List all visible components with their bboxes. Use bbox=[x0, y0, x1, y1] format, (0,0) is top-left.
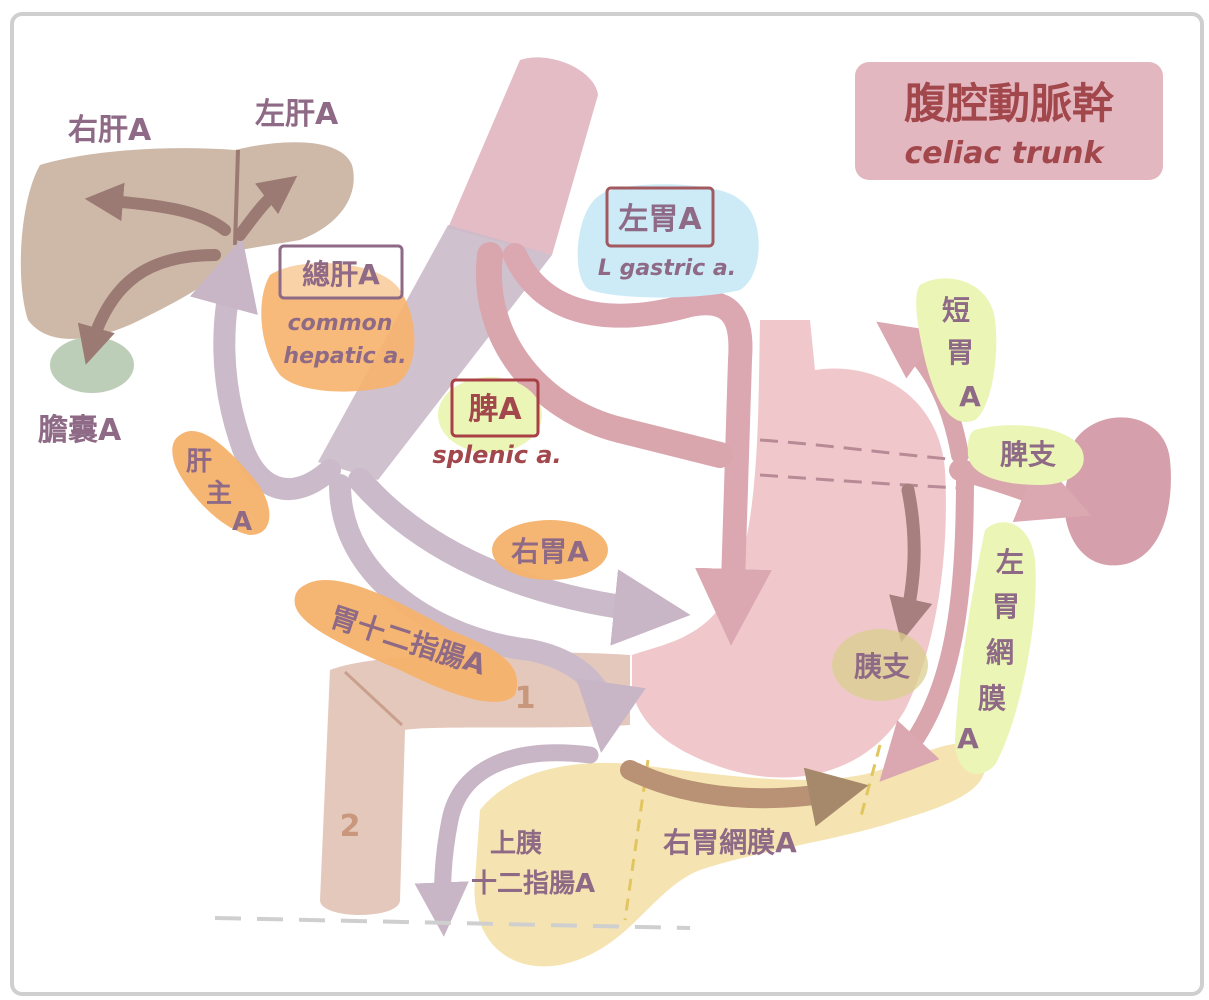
short-gastric-label-2: 胃 bbox=[946, 336, 974, 369]
cystic-label: 膽囊A bbox=[38, 413, 122, 448]
right-gastric-tag-bg bbox=[492, 520, 608, 580]
title-box bbox=[855, 62, 1163, 180]
right-gastric-label: 右胃A bbox=[511, 535, 589, 568]
left-hepatic-label: 左肝A bbox=[255, 97, 339, 132]
left-gastroepiploic-label-2: 胃 bbox=[992, 590, 1020, 623]
sup-pancreaticoduodenal-label-1: 上胰 bbox=[490, 829, 542, 859]
splenic-label-box bbox=[450, 378, 540, 438]
left-gastroepiploic-label-1: 左 bbox=[996, 546, 1024, 579]
splenic-branch-tag-bg bbox=[967, 425, 1084, 485]
splenic-artery bbox=[475, 242, 733, 468]
splenic-artery-hidden-2 bbox=[759, 473, 961, 490]
common-hepatic-en-line1: common bbox=[288, 311, 393, 336]
common-hepatic-label-box bbox=[278, 244, 404, 300]
proper-hepatic-label-1: 肝 bbox=[186, 447, 212, 477]
common-hepatic-zh-label: 總肝A bbox=[302, 258, 380, 291]
gastroduodenal-artery bbox=[329, 474, 646, 753]
superior-pancreaticoduodenal-artery bbox=[414, 744, 599, 937]
spleen bbox=[1064, 417, 1171, 566]
right-gastric-artery bbox=[348, 468, 691, 646]
cystic-artery-branch bbox=[77, 249, 221, 365]
splenic-artery-hidden bbox=[759, 438, 961, 462]
right-hepatic-artery-branch bbox=[84, 182, 231, 236]
left-gastroepiploic-artery bbox=[879, 466, 974, 782]
duodenum-part-1-label: 1 bbox=[515, 681, 536, 716]
pancreatic-branch-label: 胰支 bbox=[854, 650, 910, 683]
left-gastric-en-label: L gastric a. bbox=[598, 256, 736, 281]
short-gastric-tag-bg bbox=[916, 278, 997, 422]
splenic-tag-bg bbox=[438, 377, 542, 453]
sup-pancreaticoduodenal-label-2: 十二指腸A bbox=[471, 869, 595, 899]
title-en: celiac trunk bbox=[905, 136, 1106, 171]
left-gastric-zh-label: 左胃A bbox=[618, 202, 702, 237]
baseline-dashed bbox=[214, 916, 691, 930]
left-gastroepiploic-label-5: A bbox=[957, 722, 979, 755]
splenic-en-label: splenic a. bbox=[432, 441, 561, 469]
common-hepatic-tag-bg bbox=[261, 263, 415, 392]
proper-hepatic-artery bbox=[189, 237, 341, 500]
duodenum bbox=[320, 652, 630, 915]
left-gastroepiploic-label-3: 網 bbox=[986, 636, 1014, 669]
left-gastroepiploic-tag-bg bbox=[955, 522, 1036, 775]
right-hepatic-label: 右肝A bbox=[68, 113, 152, 148]
pancreatic-branch-tag-bg bbox=[832, 629, 928, 701]
liver-lobe-divider bbox=[233, 149, 240, 246]
duodenum-fold-line bbox=[343, 670, 404, 727]
short-gastric-label-3: A bbox=[959, 380, 981, 413]
aorta-upper bbox=[448, 57, 598, 256]
right-gastroepiploic-label: 右胃網膜A bbox=[663, 826, 797, 859]
common-hepatic-en-line2: hepatic a. bbox=[283, 344, 406, 369]
left-hepatic-artery-branch bbox=[234, 175, 298, 241]
proper-hepatic-label-3: A bbox=[232, 507, 252, 537]
title-zh: 腹腔動脈幹 bbox=[904, 79, 1115, 128]
left-gastric-artery bbox=[503, 243, 772, 646]
proper-hepatic-label-2: 主 bbox=[206, 479, 232, 509]
proper-hepatic-tag-bg bbox=[172, 431, 270, 535]
duodenum-part-2-label: 2 bbox=[340, 809, 361, 844]
left-gastric-label-box bbox=[605, 186, 715, 248]
splenic-zh-label: 脾A bbox=[468, 392, 522, 427]
left-gastroepiploic-label-4: 膜 bbox=[978, 682, 1006, 715]
short-gastric-label-1: 短 bbox=[942, 294, 970, 327]
splenic-branch-label: 脾支 bbox=[1000, 438, 1056, 471]
pancreatic-branch-artery bbox=[889, 483, 933, 643]
right-gastroepiploic-artery bbox=[620, 760, 869, 827]
gastroduodenal-tag-bg bbox=[294, 580, 518, 702]
